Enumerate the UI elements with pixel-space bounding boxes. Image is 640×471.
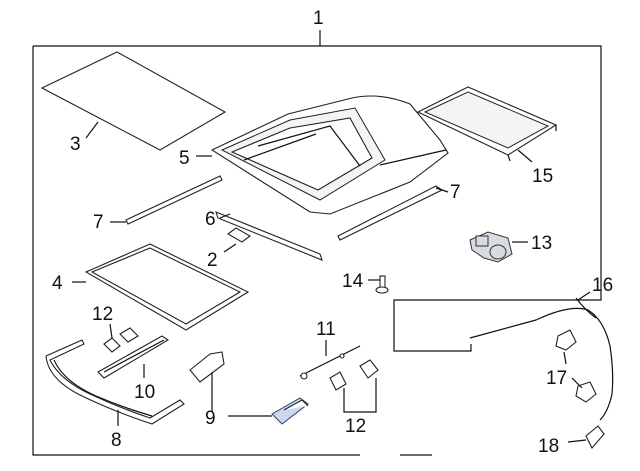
part-3-glass-panel — [40, 51, 227, 151]
leader-7-right — [435, 187, 449, 193]
callout-9: 9 — [205, 408, 216, 429]
callout-15: 15 — [532, 166, 553, 187]
callout-8: 8 — [111, 430, 122, 451]
assembly-boundary — [32, 45, 602, 456]
leader-16 — [577, 291, 591, 301]
callout-12-upper: 12 — [92, 304, 113, 325]
leader-12a — [109, 323, 113, 339]
callout-10: 10 — [134, 382, 155, 403]
part-12-clips-upper — [103, 327, 139, 353]
callout-2: 2 — [207, 250, 218, 271]
callout-13: 13 — [531, 233, 552, 254]
callout-17: 17 — [546, 368, 567, 389]
part-9-carriage — [271, 397, 309, 425]
part-6-weatherstrip — [215, 211, 323, 261]
part-12-clips-lower — [329, 359, 379, 391]
callout-3: 3 — [70, 134, 81, 155]
leader-6 — [219, 213, 231, 219]
part-4-seal — [84, 243, 250, 331]
leader-15 — [517, 149, 533, 163]
part-13-motor — [469, 231, 513, 263]
leader-18 — [567, 439, 587, 443]
part-5-sunroof-frame — [210, 95, 449, 215]
callout-7-right: 7 — [450, 182, 461, 203]
callout-4: 4 — [52, 273, 63, 294]
callout-7-left: 7 — [93, 212, 104, 233]
callout-1: 1 — [313, 8, 324, 29]
callout-16: 16 — [592, 275, 613, 296]
leader-17b — [571, 377, 583, 389]
part-17-clip-upper — [555, 329, 577, 351]
callout-12-lower: 12 — [345, 416, 366, 437]
part-9-bracket — [189, 351, 225, 383]
part-7-seal-left — [125, 175, 223, 225]
leader-12b — [343, 378, 377, 413]
part-2-clip — [227, 227, 251, 243]
part-18-grommet — [585, 425, 605, 449]
part-11-drive-cable — [299, 345, 361, 380]
callout-14: 14 — [342, 271, 364, 292]
part-10-rail — [97, 335, 170, 379]
part-14-bolt — [375, 275, 389, 294]
callout-18: 18 — [538, 436, 559, 457]
leader-3 — [85, 121, 99, 139]
part-15-sunshade — [416, 86, 558, 162]
leader-2 — [223, 243, 237, 253]
callout-11: 11 — [316, 319, 336, 340]
leader-17a — [563, 351, 567, 365]
part-8-deflector — [45, 339, 185, 425]
part-16-cable — [469, 297, 614, 421]
callout-5: 5 — [179, 148, 190, 169]
callout-6: 6 — [205, 209, 216, 230]
